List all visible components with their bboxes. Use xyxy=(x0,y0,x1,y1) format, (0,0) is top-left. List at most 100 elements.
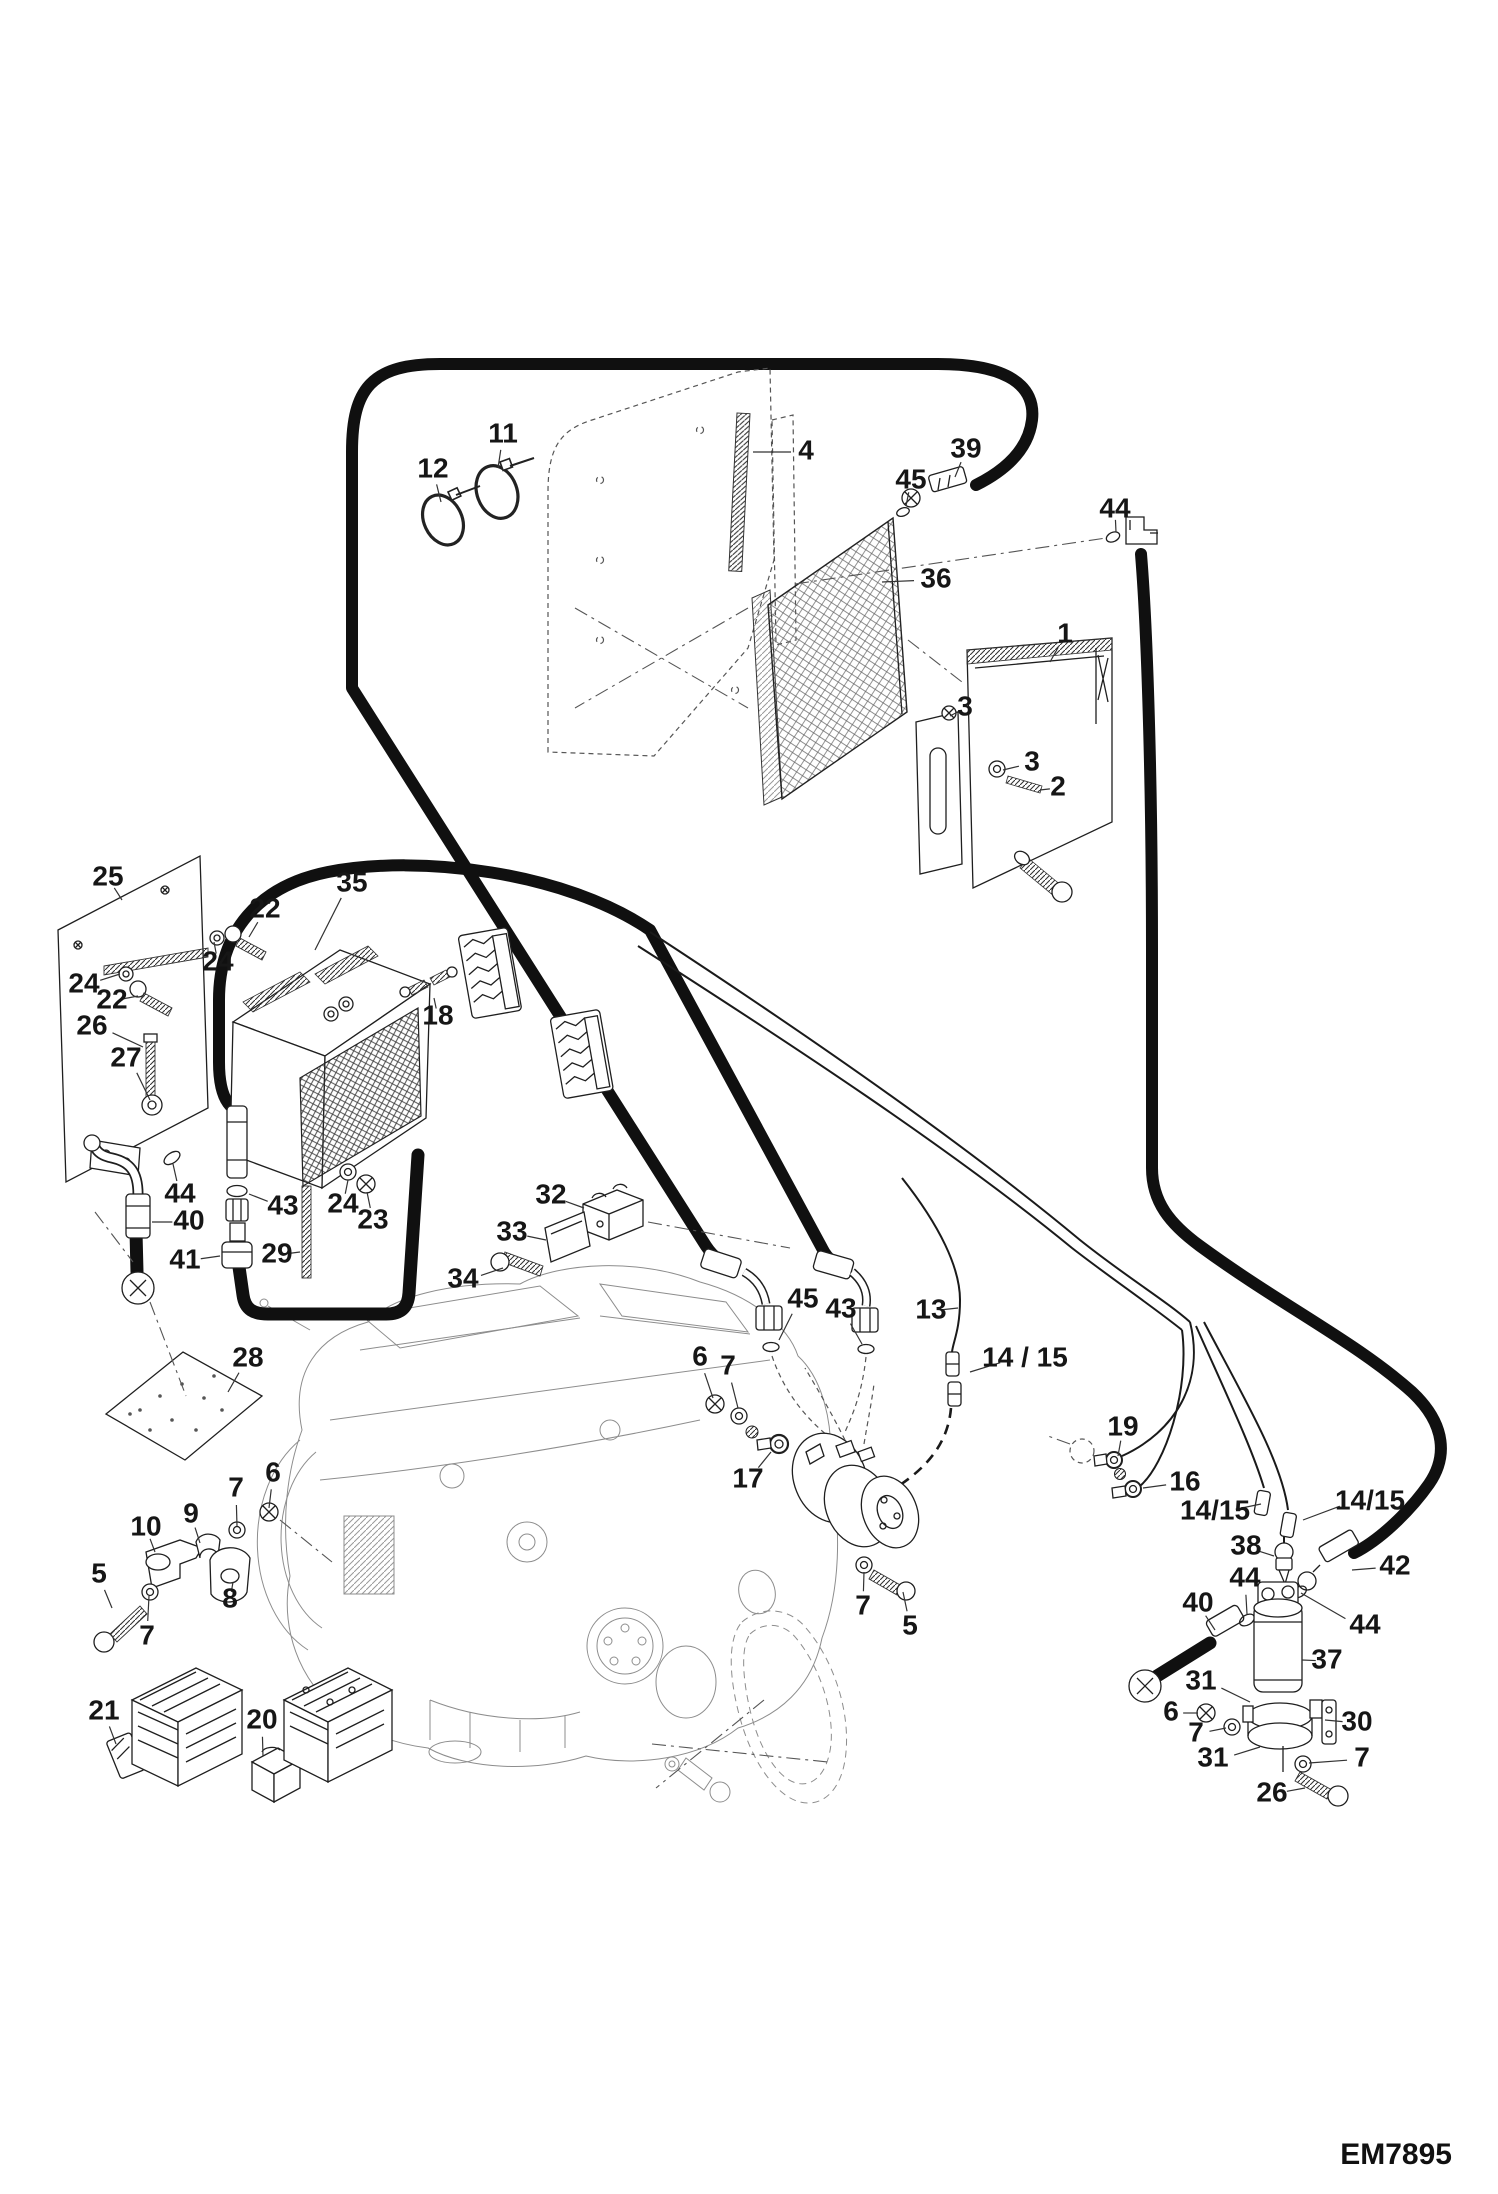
leader-line xyxy=(136,1072,151,1101)
cable-ties xyxy=(420,457,535,547)
leader-line xyxy=(1114,519,1117,533)
leader-line xyxy=(902,1591,908,1612)
callout-label: 37 xyxy=(1311,1643,1342,1674)
callout-label: 10 xyxy=(130,1510,161,1541)
x-marker-left-fitting xyxy=(83,1134,181,1305)
callout-label: 16 xyxy=(1169,1465,1200,1496)
callout-label: 29 xyxy=(261,1237,292,1268)
callout-label: 40 xyxy=(173,1204,204,1235)
leader-line xyxy=(497,449,502,469)
callout-label: 9 xyxy=(183,1497,199,1528)
leader-line xyxy=(730,1382,739,1409)
leader-line xyxy=(112,1032,144,1048)
callout-label: 31 xyxy=(1197,1741,1228,1772)
callout-label: 2 xyxy=(1050,770,1066,801)
callout-label: 4 xyxy=(798,434,814,465)
fitting-44-elbow xyxy=(1105,516,1158,545)
callout-label: 7 xyxy=(1354,1741,1370,1772)
leader-line xyxy=(1300,1592,1346,1620)
leader-line xyxy=(200,1255,221,1260)
callout-label: 45 xyxy=(787,1282,818,1313)
leader-line xyxy=(480,1267,504,1276)
callout-label: 22 xyxy=(249,892,280,923)
callout-label: 6 xyxy=(692,1340,708,1371)
hose-right-side xyxy=(1135,548,1447,1559)
refrigerant-hoses xyxy=(129,358,1447,1683)
leader-line xyxy=(527,1235,547,1241)
leader-line xyxy=(235,1504,238,1527)
leader-line xyxy=(1301,1659,1316,1662)
callout-label: 33 xyxy=(496,1215,527,1246)
leader-line xyxy=(1324,1719,1343,1723)
callout-label: 6 xyxy=(1163,1695,1179,1726)
leader-line xyxy=(1142,1484,1167,1489)
leader-line xyxy=(287,1251,301,1255)
callout-label: 43 xyxy=(267,1189,298,1220)
figure-code: EM7895 xyxy=(1340,2138,1452,2171)
callout-label: 7 xyxy=(228,1471,244,1502)
callout-label: 5 xyxy=(91,1557,107,1588)
leader-line xyxy=(778,1313,793,1341)
leader-line xyxy=(344,1179,349,1194)
callout-label: 11 xyxy=(488,417,518,448)
callout-label: 24 xyxy=(327,1187,359,1218)
receiver-dryer-group xyxy=(1128,1529,1359,1807)
leader-line xyxy=(248,921,259,938)
leader-line xyxy=(1205,1615,1216,1631)
mount-plate xyxy=(104,1301,264,1461)
wire-13 xyxy=(901,1177,962,1353)
hose-condenser-loop xyxy=(346,358,1039,1271)
callout-label: 21 xyxy=(88,1694,119,1725)
hose-heater-u xyxy=(229,1148,425,1321)
mount-bracket-assembly xyxy=(915,637,1113,903)
leader-line xyxy=(172,1163,178,1182)
callout-label: 17 xyxy=(732,1462,763,1493)
leader-line xyxy=(100,973,121,981)
leader-line xyxy=(881,579,915,583)
callout-label: 19 xyxy=(1107,1410,1138,1441)
callout-label: 7 xyxy=(855,1589,871,1620)
leader-line xyxy=(1235,1503,1262,1510)
leader-line xyxy=(905,492,910,507)
hose-heater-to-compressor xyxy=(213,859,852,1273)
callout-label: 44 xyxy=(1099,492,1131,523)
eyelet-terminals xyxy=(1047,1435,1142,1499)
callout-label: 40 xyxy=(1182,1586,1213,1617)
callout-label: 5 xyxy=(902,1609,918,1640)
callout-label: 44 xyxy=(1229,1561,1261,1592)
leader-line xyxy=(862,1571,865,1592)
leader-line xyxy=(113,887,123,901)
callout-label: 8 xyxy=(222,1582,238,1613)
leader-line xyxy=(248,1193,268,1202)
leader-line xyxy=(149,1538,156,1553)
callout-label: 13 xyxy=(915,1293,946,1324)
leader-line xyxy=(1221,1687,1251,1703)
inline-connector-center xyxy=(945,1351,962,1407)
callout-label: 1 xyxy=(1057,617,1073,648)
leader-line xyxy=(1117,1440,1122,1457)
callout-label: 12 xyxy=(417,452,448,483)
callout-label: 42 xyxy=(1379,1549,1410,1580)
leader-line xyxy=(1308,1759,1348,1764)
leader-line xyxy=(954,461,962,478)
callout-label: 39 xyxy=(950,432,981,463)
leader-line xyxy=(230,1581,234,1592)
leader-line xyxy=(943,1307,959,1311)
side-panel-25 xyxy=(57,854,267,1184)
callout-label: 26 xyxy=(1256,1776,1287,1807)
leader-line xyxy=(194,1527,201,1544)
hose-x-stub-right xyxy=(1150,1636,1217,1683)
callout-label: 28 xyxy=(232,1341,263,1372)
leader-line xyxy=(123,995,139,1000)
leader-line xyxy=(949,711,959,717)
fuse-relay-blocks xyxy=(106,1667,394,1804)
callout-label: 30 xyxy=(1341,1705,1372,1736)
leader-line xyxy=(1286,1787,1306,1792)
callout-label: 45 xyxy=(895,463,926,494)
leader-line xyxy=(366,1191,371,1209)
leader-line xyxy=(1233,1746,1261,1756)
heater-box xyxy=(221,945,458,1279)
callout-label: 22 xyxy=(96,983,127,1014)
leader-line xyxy=(314,897,342,951)
